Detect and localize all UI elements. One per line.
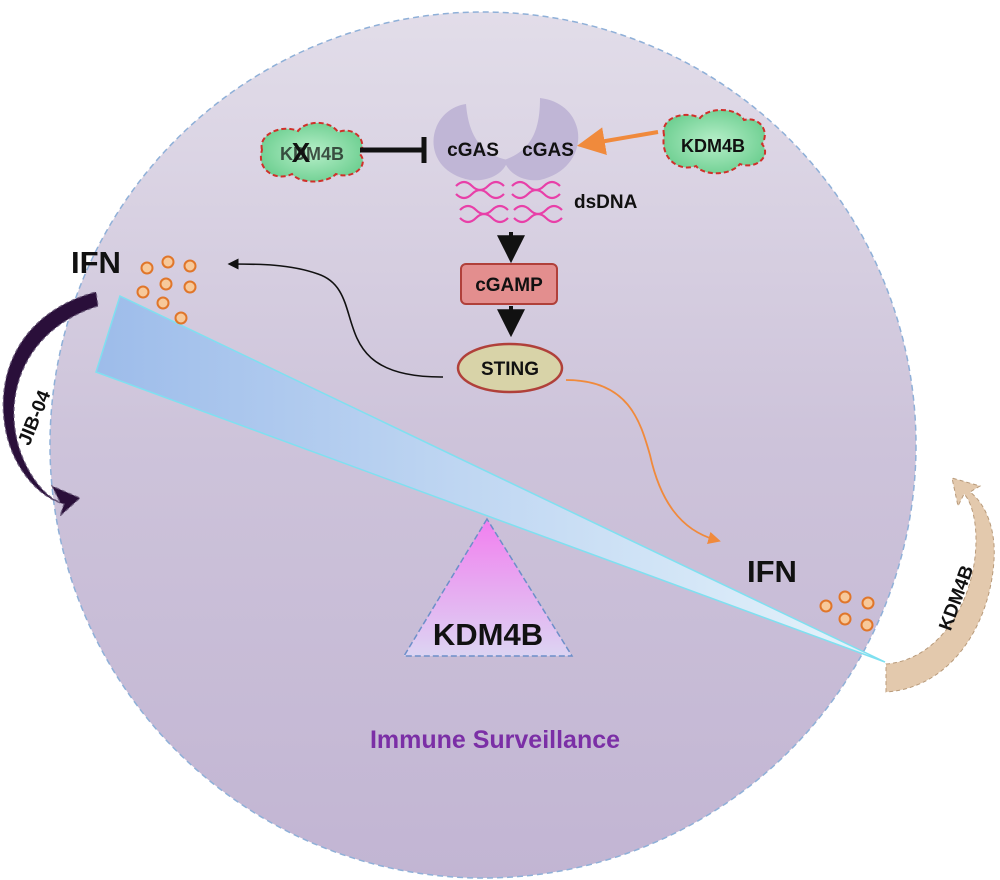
ifn-high-label: IFN bbox=[71, 245, 121, 280]
kdm4b-activation-arrow bbox=[576, 127, 659, 155]
kdm4b-cloud: KDM4B bbox=[662, 109, 767, 175]
cell-body bbox=[49, 11, 917, 879]
cgas-dimer bbox=[433, 98, 579, 181]
cgas-left-label: cGAS bbox=[447, 140, 499, 161]
immune-surveillance-title: Immune Surveillance bbox=[370, 726, 620, 754]
balance-beam bbox=[95, 294, 886, 663]
cgamp-label: cGAMP bbox=[475, 275, 543, 296]
fulcrum-label: KDM4B bbox=[433, 617, 543, 652]
inhibition-arrow bbox=[360, 137, 427, 163]
knockout-x-mark: X bbox=[292, 137, 311, 168]
dsdna-label: dsDNA bbox=[574, 192, 638, 213]
kdm4b-knockout-cloud: KDM4B X bbox=[259, 121, 364, 183]
sting-to-ifn-low-arrow bbox=[565, 379, 721, 545]
ifn-high-particles bbox=[136, 255, 197, 325]
sting-to-ifn-high-arrow bbox=[227, 258, 444, 378]
cgas-right-label: cGAS bbox=[522, 140, 574, 161]
sting-ellipse bbox=[456, 342, 564, 394]
ifn-low-label: IFN bbox=[747, 554, 797, 589]
kdm4b-fulcrum bbox=[402, 517, 574, 657]
kdm4b-cloud-label: KDM4B bbox=[681, 136, 745, 156]
ifn-low-particles bbox=[819, 590, 875, 632]
dsdna-strands bbox=[455, 180, 563, 224]
sting-label: STING bbox=[481, 359, 539, 380]
cgamp-box bbox=[460, 263, 558, 305]
kdm4b-knockout-label: KDM4B bbox=[280, 144, 344, 164]
